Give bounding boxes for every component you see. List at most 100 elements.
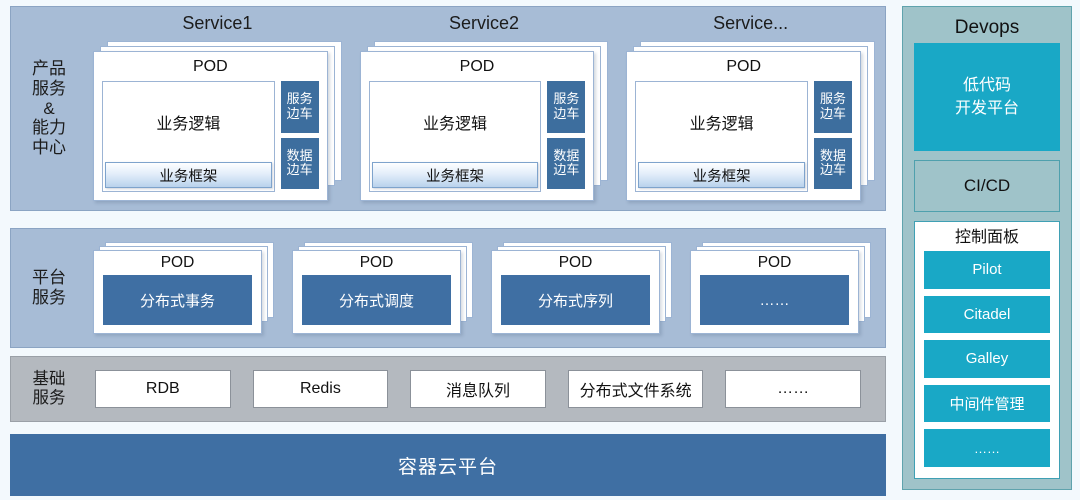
platform-pod-card[interactable]: POD 分布式序列 (491, 250, 660, 334)
container-cloud-platform-label: 容器云平台 (397, 456, 498, 478)
service-sidecar-box: 服务 边车 (814, 81, 853, 133)
service-sidecar-line2: 边车 (820, 105, 847, 121)
platform-pod-name: …… (700, 275, 849, 325)
data-sidecar-line2: 边车 (553, 162, 580, 178)
pod-title: POD (193, 58, 228, 75)
platform-layers-stack: 产品 服务 & 能力 中心 Service1 POD (10, 6, 886, 496)
control-panel-item-more[interactable]: …… (924, 429, 1050, 467)
layer-platform-label: 平台 服务 (11, 229, 87, 347)
basic-service-item-redis[interactable]: Redis (252, 370, 389, 408)
service-group-title: Service... (713, 13, 789, 33)
platform-pod-title: POD (359, 254, 394, 271)
control-panel-item-galley[interactable]: Galley (924, 340, 1050, 378)
platform-pod-card[interactable]: POD 分布式事务 (93, 250, 262, 334)
layer-product-label: 产品 服务 & 能力 中心 (11, 7, 87, 210)
platform-pod-name: 分布式事务 (103, 275, 252, 325)
data-sidecar-box: 数据 边车 (280, 137, 319, 189)
service-group[interactable]: Service1 POD 业务逻辑 业务框架 (93, 7, 342, 210)
platform-pod-title: POD (558, 254, 593, 271)
business-logic-box: 业务逻辑 (156, 116, 221, 133)
data-sidecar-box: 数据 边车 (547, 137, 586, 189)
data-sidecar-line1: 数据 (286, 147, 313, 163)
pod-card-stack: POD 业务逻辑 业务框架 服务 边车 (93, 41, 342, 201)
platform-pod-stack[interactable]: POD 分布式事务 (93, 242, 274, 334)
basic-service-item-distributed-file-system[interactable]: 分布式文件系统 (567, 370, 704, 408)
service-sidecar-line1: 服务 (553, 91, 580, 107)
business-logic-box: 业务逻辑 (423, 116, 488, 133)
pod-contents: 业务逻辑 业务框架 服务 边车 (368, 81, 586, 192)
layer-product-label-line3: & (43, 98, 55, 118)
layer-platform-service: 平台 服务 POD 分布式事务 (10, 228, 886, 348)
layer-product-label-line1: 产品 (32, 59, 66, 79)
platform-pod-name: 分布式调度 (302, 275, 451, 325)
basic-service-item-message-queue[interactable]: 消息队列 (410, 370, 546, 408)
pod-card[interactable]: POD 业务逻辑 业务框架 服务 边车 (359, 51, 595, 201)
layer-basic-label: 基础 服务 (11, 357, 87, 421)
service-sidecar-line2: 边车 (553, 105, 580, 121)
service-sidecar-line2: 边车 (286, 105, 313, 121)
service-sidecar-line1: 服务 (820, 91, 847, 107)
pod-card-stack: POD 业务逻辑 业务框架 服务 边车 (626, 41, 876, 201)
data-sidecar-line1: 数据 (553, 147, 580, 163)
layer-basic-body: RDB Redis 消息队列 分布式文件系统 …… (87, 357, 885, 421)
business-framework-box: 业务框架 (638, 162, 806, 188)
pod-card[interactable]: POD 业务逻辑 业务框架 服务 边车 (93, 51, 328, 201)
platform-pod-stack[interactable]: POD 分布式调度 (292, 242, 473, 334)
service-group-title: Service2 (448, 13, 520, 33)
service-group[interactable]: Service2 POD 业务逻辑 业务框架 (359, 7, 609, 210)
business-column: 业务逻辑 业务框架 (102, 81, 275, 192)
control-panel-item-pilot[interactable]: Pilot (924, 251, 1050, 289)
platform-pod-stack[interactable]: POD …… (690, 242, 871, 334)
data-sidecar-box: 数据 边车 (814, 137, 853, 189)
platform-pod-list: POD 分布式事务 POD 分布式调度 (87, 242, 885, 334)
business-framework-box: 业务框架 (105, 162, 272, 188)
sidecar-column: 服务 边车 数据 边车 (814, 81, 853, 192)
lowcode-platform-line2: 开发平台 (954, 100, 1019, 117)
sidecar-column: 服务 边车 数据 边车 (547, 81, 586, 192)
control-panel-item-middleware-management[interactable]: 中间件管理 (924, 384, 1050, 423)
platform-pod-card[interactable]: POD 分布式调度 (292, 250, 461, 334)
devops-title: Devops (954, 17, 1020, 38)
basic-service-item-rdb[interactable]: RDB (95, 370, 231, 408)
control-panel-card: 控制面板 Pilot Citadel Galley 中间件管理 …… (914, 221, 1060, 479)
layer-platform-label-line1: 平台 (32, 268, 66, 288)
platform-pod-title: POD (757, 254, 792, 271)
service-group[interactable]: Service... POD 业务逻辑 业务框架 (626, 7, 876, 210)
data-sidecar-line1: 数据 (820, 147, 847, 163)
pod-contents: 业务逻辑 业务框架 服务 边车 (102, 81, 319, 192)
service-sidecar-box: 服务 边车 (280, 81, 319, 133)
basic-service-item-more[interactable]: …… (725, 370, 861, 408)
pod-title: POD (459, 58, 495, 75)
lowcode-platform-line1: 低代码 (962, 76, 1011, 94)
data-sidecar-line2: 边车 (286, 162, 313, 178)
layer-platform-label-line2: 服务 (32, 288, 66, 307)
layer-platform-body: POD 分布式事务 POD 分布式调度 (87, 229, 885, 347)
control-panel-title: 控制面板 (954, 229, 1019, 246)
layer-basic-service: 基础 服务 RDB Redis 消息队列 分布式文件系统 …… (10, 356, 886, 422)
platform-pod-stack[interactable]: POD 分布式序列 (491, 242, 672, 334)
layer-product-body: Service1 POD 业务逻辑 业务框架 (87, 7, 885, 210)
cicd-card[interactable]: CI/CD (914, 160, 1060, 212)
platform-pod-card[interactable]: POD …… (690, 250, 859, 334)
control-panel-item-list: Pilot Citadel Galley 中间件管理 …… (924, 251, 1050, 469)
business-column: 业务逻辑 业务框架 (635, 81, 809, 192)
container-cloud-platform-bar: 容器云平台 (10, 434, 886, 496)
service-group-list: Service1 POD 业务逻辑 业务框架 (87, 7, 885, 210)
pod-card[interactable]: POD 业务逻辑 业务框架 服务 边车 (626, 51, 862, 201)
lowcode-platform-card[interactable]: 低代码 开发平台 (914, 43, 1060, 151)
business-column: 业务逻辑 业务框架 (368, 81, 542, 192)
devops-panel: Devops 低代码 开发平台 CI/CD 控制面板 Pilot Citadel… (902, 6, 1072, 490)
platform-pod-title: POD (160, 254, 195, 271)
layer-product-label-line4: 能力 (32, 118, 66, 138)
layer-basic-label-line2: 服务 (32, 389, 66, 407)
control-panel-item-citadel[interactable]: Citadel (924, 295, 1050, 334)
layer-basic-label-line1: 基础 (32, 369, 66, 388)
pod-contents: 业务逻辑 业务框架 服务 边车 (635, 81, 853, 192)
layer-product-label-line2: 服务 (32, 78, 66, 98)
layer-product-label-line5: 中心 (32, 138, 66, 158)
pod-title: POD (726, 58, 762, 75)
pod-card-stack: POD 业务逻辑 业务框架 服务 边车 (359, 41, 609, 201)
data-sidecar-line2: 边车 (820, 162, 847, 178)
basic-service-list: RDB Redis 消息队列 分布式文件系统 …… (87, 370, 885, 408)
